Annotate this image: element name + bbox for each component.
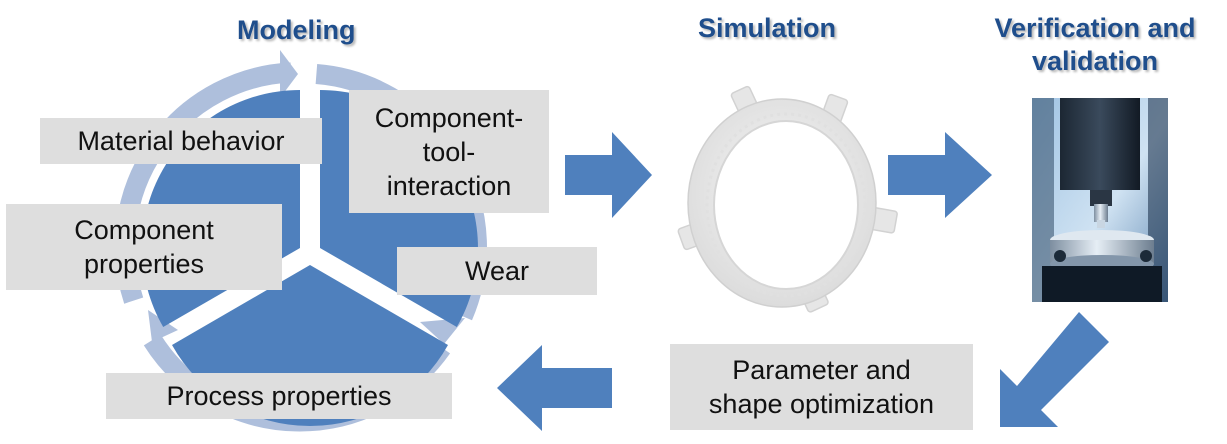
arrow-simulation-to-verification — [888, 132, 992, 218]
component-tool-interaction-label: Component- tool- interaction — [349, 90, 549, 213]
material-behavior-label: Material behavior — [40, 118, 322, 164]
parameter-optimization-text: Parameter and shape optimization — [708, 355, 935, 419]
flow-arrows — [497, 132, 1109, 431]
microscope-photo — [1032, 98, 1168, 302]
process-properties-text: Process properties — [166, 381, 392, 411]
component-properties-text: Component properties — [74, 215, 214, 279]
ring-gear-part-icon — [677, 85, 898, 313]
modeling-heading: Modeling — [237, 15, 356, 45]
component-tool-interaction-text: Component- tool- interaction — [374, 102, 524, 201]
microscope-photo-icon — [1032, 98, 1168, 302]
arrow-optimization-to-modeling — [497, 345, 612, 431]
component-properties-label: Component properties — [6, 204, 282, 290]
wear-label: Wear — [397, 247, 597, 295]
cycle-arrowhead-top — [280, 50, 298, 98]
verification-heading: Verification and validation — [994, 13, 1196, 76]
process-properties-label: Process properties — [106, 373, 452, 419]
arrow-modeling-to-simulation — [565, 132, 652, 218]
wear-text: Wear — [464, 256, 530, 286]
arrow-verification-to-optimization — [1000, 312, 1109, 427]
simulation-heading: Simulation — [698, 13, 837, 43]
material-behavior-text: Material behavior — [77, 126, 285, 156]
parameter-optimization-label: Parameter and shape optimization — [670, 344, 973, 430]
